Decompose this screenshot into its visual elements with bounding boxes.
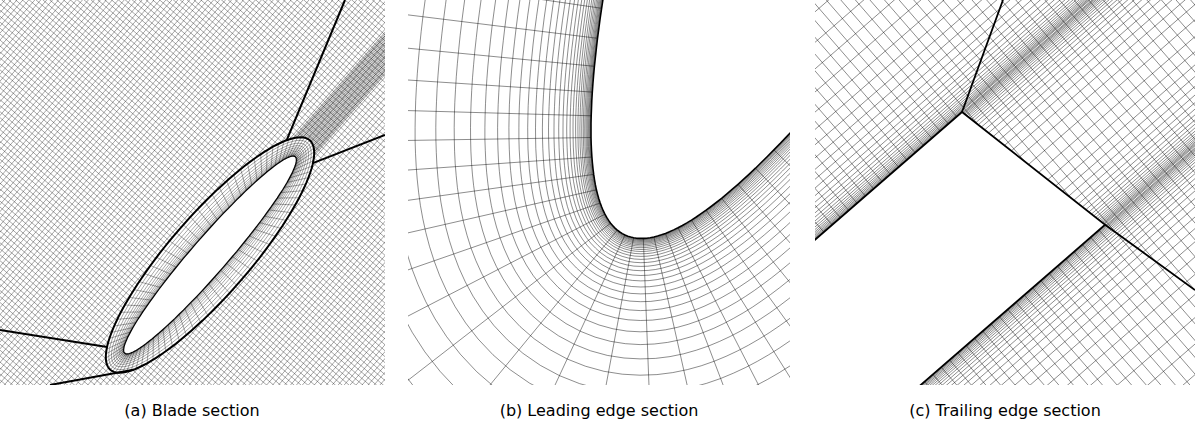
blade-profile bbox=[124, 156, 297, 354]
caption-label: (a) Blade section bbox=[124, 401, 259, 420]
o-block-boundary bbox=[106, 137, 314, 372]
background-grid bbox=[0, 0, 385, 385]
block-boundary bbox=[962, 0, 1195, 290]
blade-interior bbox=[815, 112, 1105, 385]
caption-label: (c) Trailing edge section bbox=[909, 401, 1101, 420]
o-block-ground bbox=[106, 137, 314, 372]
o-mesh-radial bbox=[106, 137, 314, 372]
wake-refinement bbox=[291, 0, 385, 158]
trailing-edge-mesh bbox=[815, 0, 1195, 385]
wall-parallel-lines bbox=[408, 0, 790, 385]
leading-edge-mesh bbox=[408, 0, 790, 385]
caption-label: (b) Leading edge section bbox=[500, 401, 699, 420]
wall-parallel-lines bbox=[815, 0, 1195, 385]
block-boundary bbox=[0, 0, 385, 385]
cross-lines bbox=[815, 0, 1195, 385]
blade-mesh bbox=[0, 0, 385, 385]
trailing-edge-wall bbox=[815, 112, 1105, 385]
blade-interior bbox=[591, 0, 790, 238]
o-mesh-ring bbox=[106, 137, 314, 372]
wall-normal-lines bbox=[408, 0, 790, 385]
leading-edge-wall bbox=[591, 0, 790, 238]
